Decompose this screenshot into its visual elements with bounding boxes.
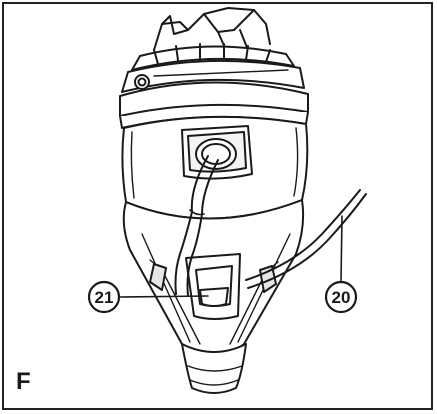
hose-socket — [181, 125, 253, 180]
figure-frame: 21 20 F — [2, 2, 433, 410]
figure-letter: F — [16, 368, 31, 395]
lid-handle — [153, 7, 271, 51]
callout-20: 20 — [324, 280, 358, 314]
hose-port — [185, 253, 241, 320]
inner-hose — [174, 155, 219, 297]
power-cord — [245, 189, 367, 289]
callout-21-label: 21 — [95, 288, 114, 307]
leader-line-21 — [119, 295, 209, 298]
vacuum-illustration: 21 20 — [87, 7, 367, 394]
callout-20-label: 20 — [332, 288, 351, 307]
lid-rim — [121, 43, 305, 93]
callout-21: 21 — [87, 280, 121, 314]
leader-line-20 — [340, 215, 343, 283]
base-foot — [181, 343, 247, 394]
